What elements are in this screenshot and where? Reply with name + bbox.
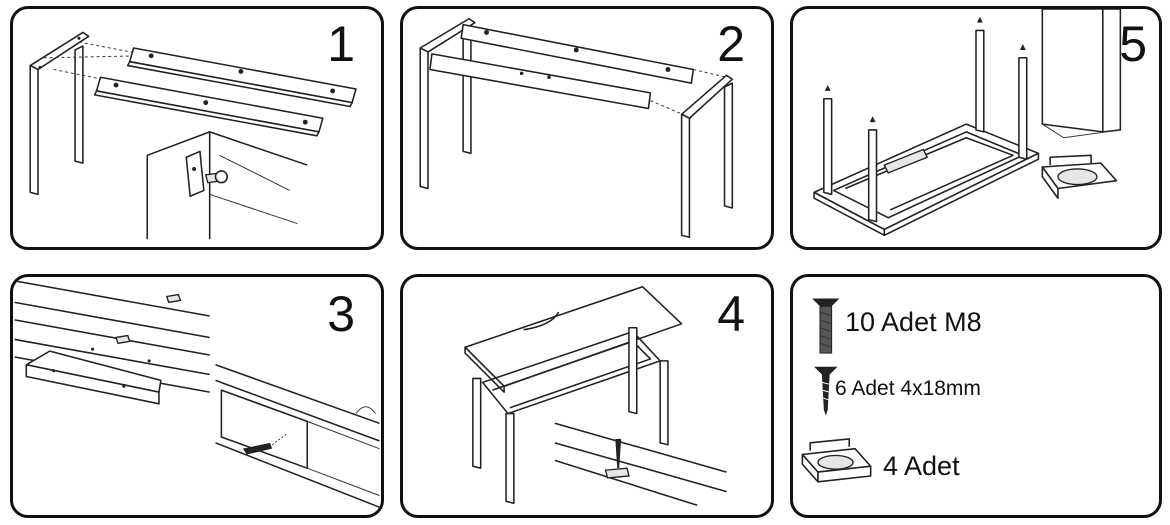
screw-4x18-label: 6 Adet 4x18mm: [835, 377, 981, 400]
screw-4x18-icon: [814, 366, 838, 416]
step-4-illustration: [464, 285, 727, 506]
step-1-illustration: [29, 31, 357, 240]
step-2-number: 2: [717, 16, 745, 72]
step-5-number: 5: [1119, 16, 1147, 72]
step-3-panel: 3: [10, 274, 384, 518]
step-4-panel: 4: [400, 274, 774, 518]
step-3-illustration: [14, 280, 380, 508]
step-5-panel: 5: [790, 6, 1162, 250]
step-1-number: 1: [327, 16, 355, 72]
parts-illustrations: [801, 298, 872, 483]
step-5-illustration: [813, 9, 1122, 237]
step-1-panel: 1: [10, 6, 384, 250]
foot-cap-label: 4 Adet: [883, 451, 960, 481]
bolt-m8-icon: [812, 298, 840, 354]
step-2-panel: 2: [400, 6, 774, 250]
bolt-m8-label: 10 Adet M8: [845, 307, 982, 337]
step-4-number: 4: [717, 286, 745, 342]
step-3-number: 3: [327, 286, 355, 342]
foot-cap-icon: [801, 438, 872, 483]
parts-list-panel: 10 Adet M8 6 Adet 4x18mm 4 Adet: [790, 274, 1162, 518]
step-2-illustration: [419, 17, 734, 239]
